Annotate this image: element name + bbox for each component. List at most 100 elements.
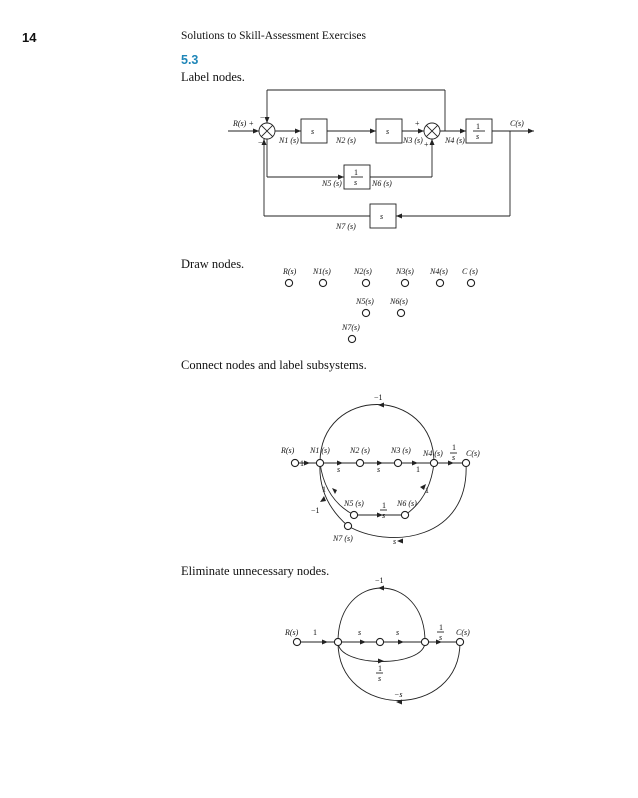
node-c — [466, 278, 476, 288]
svg-text:s: s — [358, 628, 361, 637]
svg-text:−1: −1 — [375, 576, 384, 585]
node-n7 — [347, 334, 357, 344]
svg-text:s: s — [354, 178, 357, 187]
svg-text:s: s — [337, 465, 340, 474]
flow-node-n1 — [315, 458, 325, 468]
flow-node-n5 — [349, 510, 359, 520]
svg-text:N4 (s): N4 (s) — [422, 449, 443, 458]
node-r — [284, 278, 294, 288]
svg-text:1: 1 — [300, 459, 304, 468]
svg-text:N7 (s): N7 (s) — [332, 534, 353, 543]
svg-text:s: s — [380, 212, 383, 221]
node-n3 — [400, 278, 410, 288]
svg-text:C(s): C(s) — [466, 449, 480, 458]
svg-text:C (s): C (s) — [462, 267, 478, 276]
node-n1 — [318, 278, 328, 288]
svg-text:s: s — [396, 628, 399, 637]
svg-text:N3 (s): N3 (s) — [390, 446, 411, 455]
svg-text:+: + — [424, 140, 429, 149]
reduced-node-1 — [333, 637, 343, 647]
svg-text:1: 1 — [452, 443, 456, 452]
caption-connect-nodes: Connect nodes and label subsystems. — [181, 358, 367, 372]
svg-text:+: + — [249, 119, 254, 128]
svg-text:N6(s): N6(s) — [389, 297, 408, 306]
svg-text:−s: −s — [394, 690, 403, 699]
node-n6 — [396, 308, 406, 318]
svg-text:N5 (s): N5 (s) — [343, 499, 364, 508]
page-number: 14 — [22, 30, 37, 45]
svg-text:1: 1 — [354, 168, 358, 177]
block-diagram: R(s) + − − s s + + 1 s C(s) — [228, 89, 534, 231]
flow-node-n3 — [393, 458, 403, 468]
block-node-label: N5 (s) — [321, 179, 342, 188]
flow-node-n4 — [429, 458, 439, 468]
block-input-label: R(s) — [232, 119, 247, 128]
svg-text:1: 1 — [322, 485, 326, 494]
svg-text:R(s): R(s) — [282, 267, 297, 276]
svg-text:s: s — [311, 127, 314, 136]
node-n2 — [361, 278, 371, 288]
node-n5 — [361, 308, 371, 318]
flow-node-n2 — [355, 458, 365, 468]
flow-node-n6 — [400, 510, 410, 520]
caption-label-nodes: Label nodes. — [181, 70, 245, 84]
svg-text:1: 1 — [476, 122, 480, 131]
svg-text:N5(s): N5(s) — [355, 297, 374, 306]
block-node-label: N2 (s) — [335, 136, 356, 145]
running-head: Solutions to Skill-Assessment Exercises — [181, 30, 366, 42]
reduced-node-c — [455, 637, 465, 647]
svg-text:s: s — [452, 453, 455, 462]
svg-text:1: 1 — [382, 501, 386, 510]
svg-text:−: − — [258, 138, 263, 147]
flow-graph-reduced: −1 1 s −s R(s) 1 s s 1 s C(s) — [284, 576, 470, 705]
flow-node-c — [461, 458, 471, 468]
svg-text:−: − — [260, 113, 265, 122]
svg-text:s: s — [378, 674, 381, 683]
svg-text:C(s): C(s) — [456, 628, 470, 637]
block-node-label: N1 (s) — [278, 136, 299, 145]
flow-node-n7 — [343, 521, 353, 531]
reduced-node-3 — [420, 637, 430, 647]
node-n4 — [435, 278, 445, 288]
caption-eliminate-nodes: Eliminate unnecessary nodes. — [181, 564, 330, 578]
svg-text:+: + — [415, 119, 420, 128]
svg-text:s: s — [393, 537, 396, 546]
svg-text:N1(s): N1(s) — [312, 267, 331, 276]
svg-text:s: s — [476, 132, 479, 141]
block-node-label: N6 (s) — [371, 179, 392, 188]
svg-text:−1: −1 — [374, 393, 383, 402]
block-s-2 — [375, 118, 403, 144]
block-s-1 — [300, 118, 328, 144]
reduced-node-2 — [375, 637, 385, 647]
svg-text:s: s — [439, 633, 442, 642]
svg-text:1: 1 — [425, 486, 429, 495]
svg-text:s: s — [386, 127, 389, 136]
block-node-label: N7 (s) — [335, 222, 356, 231]
caption-draw-nodes: Draw nodes. — [181, 257, 245, 271]
svg-text:s: s — [377, 465, 380, 474]
block-node-label: N3 (s) — [402, 136, 423, 145]
svg-text:s: s — [382, 511, 385, 520]
svg-text:N7(s): N7(s) — [341, 323, 360, 332]
block-output-label: C(s) — [510, 119, 524, 128]
svg-text:N4(s): N4(s) — [429, 267, 448, 276]
svg-text:N2 (s): N2 (s) — [349, 446, 370, 455]
reduced-node-r — [292, 637, 302, 647]
block-node-label: N4 (s) — [444, 136, 465, 145]
svg-text:N2(s): N2(s) — [353, 267, 372, 276]
flow-node-r — [290, 458, 300, 468]
svg-text:1: 1 — [378, 664, 382, 673]
svg-text:N6 (s): N6 (s) — [396, 499, 417, 508]
svg-text:N3(s): N3(s) — [395, 267, 414, 276]
svg-text:1: 1 — [416, 465, 420, 474]
flow-graph-full: −1 1 1 s 1 s −1 R(s) 1 N1 — [280, 393, 480, 546]
svg-text:N1 (s): N1 (s) — [309, 446, 330, 455]
svg-text:−1: −1 — [311, 506, 320, 515]
svg-text:1: 1 — [313, 628, 317, 637]
svg-text:R(s): R(s) — [280, 446, 295, 455]
svg-text:R(s): R(s) — [284, 628, 299, 637]
section-number: 5.3 — [181, 53, 199, 67]
nodes-figure: R(s) N1(s) N2(s) N3(s) N4(s) C (s) N5(s)… — [282, 267, 478, 344]
svg-text:1: 1 — [439, 623, 443, 632]
